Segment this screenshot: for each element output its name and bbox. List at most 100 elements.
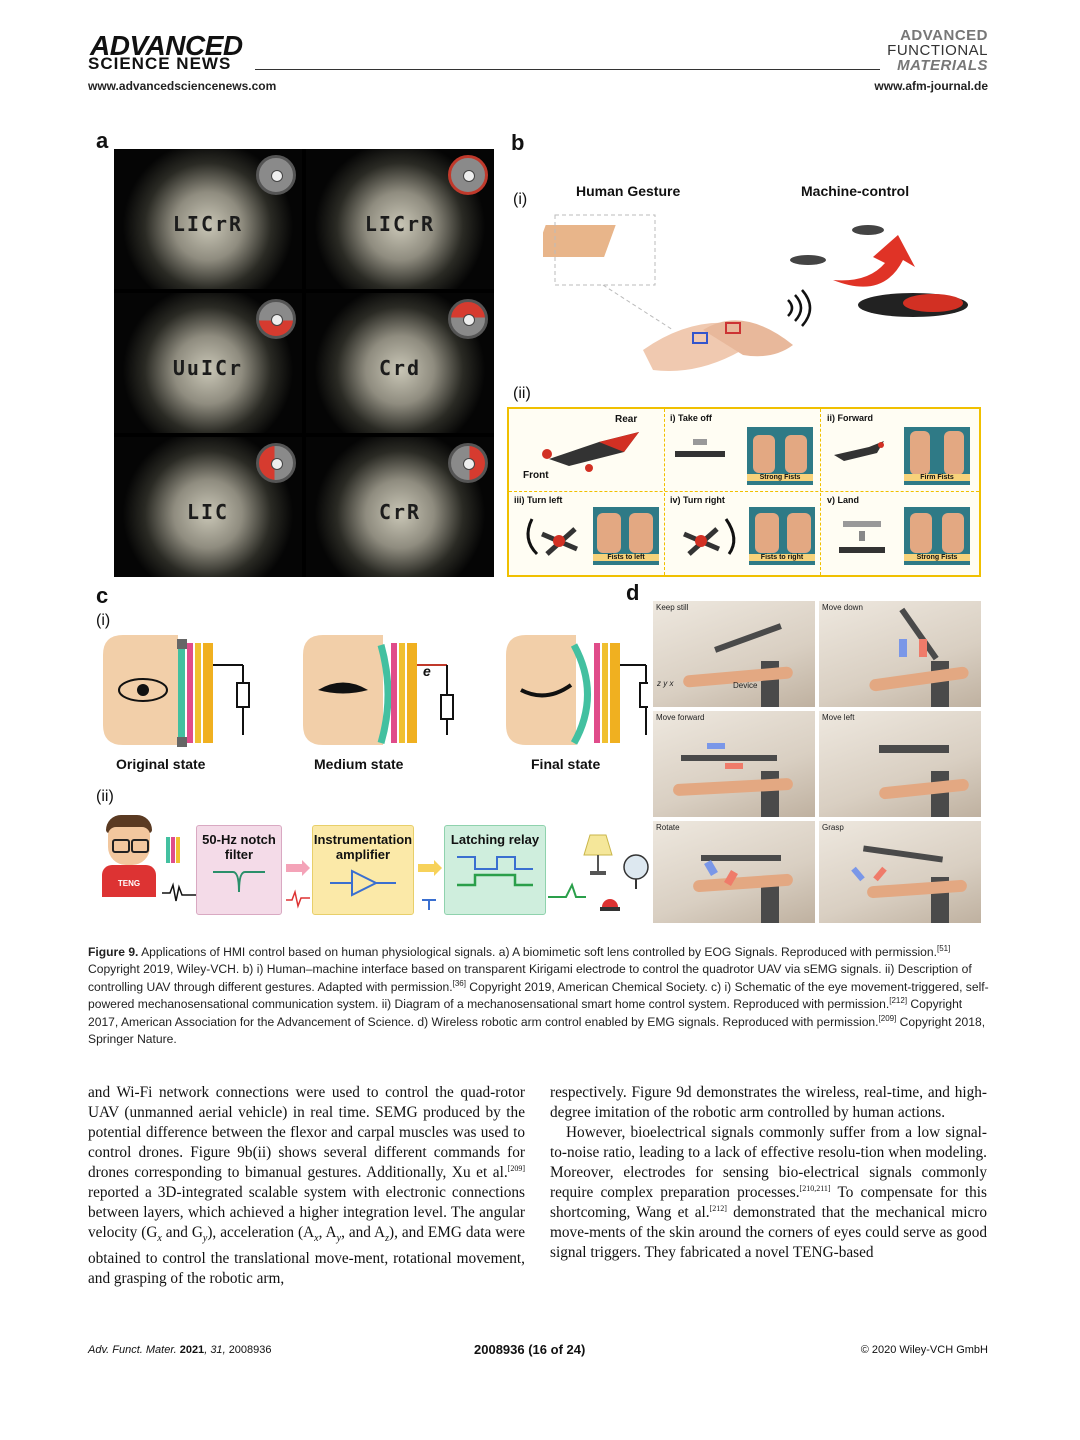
lens-tile-text: LIC xyxy=(186,500,230,524)
caption-text: Applications of HMI control based on hum… xyxy=(138,945,937,959)
body-text: and G xyxy=(161,1224,203,1241)
arrow-icon xyxy=(418,860,442,910)
journal-logo: ADVANCED FUNCTIONAL MATERIALS xyxy=(887,28,988,73)
panel-label-c: c xyxy=(96,583,109,608)
citation[interactable]: [212] xyxy=(889,996,908,1006)
body-text: To compensate for this shortcoming, Wang… xyxy=(550,1184,987,1221)
teng-shirt-label: TENG xyxy=(117,879,141,888)
photo-label: Move forward xyxy=(656,713,705,722)
robot-photo-move-forward: Move forward xyxy=(653,711,815,817)
state-label-original: Original state xyxy=(116,756,206,772)
footer-copyright: © 2020 Wiley-VCH GmbH xyxy=(860,1344,988,1356)
panel-a-grid: LICrR LICrR UuICr Crd LIC CrR xyxy=(114,149,494,577)
citation[interactable]: [210,211] xyxy=(799,1183,831,1193)
lens-state-icon xyxy=(448,443,488,483)
photo-label: Move down xyxy=(822,603,863,612)
subscript: x xyxy=(157,1233,162,1245)
lens-state-icon xyxy=(256,155,296,195)
drone-turn-icon xyxy=(526,518,578,556)
cell-title: v) Land xyxy=(827,495,860,505)
figure-9: a LICrR LICrR UuICr Crd LIC CrR b (i) Hu… xyxy=(88,125,990,930)
amplifier-label: Instrumentation amplifier xyxy=(313,832,413,862)
lens-tile-3: UuICr xyxy=(114,293,302,433)
citation[interactable]: [209] xyxy=(507,1163,525,1173)
latching-relay-block: Latching relay xyxy=(444,825,546,915)
gesture-caption: Firm Fists xyxy=(904,474,970,481)
lens-tile-6: CrR xyxy=(306,437,494,577)
journal-url[interactable]: www.afm-journal.de xyxy=(874,79,988,93)
cell-title: iv) Turn right xyxy=(670,495,725,505)
gesture-illustration xyxy=(543,214,968,371)
drone-icon xyxy=(542,432,639,472)
photo-label: Move left xyxy=(822,713,855,722)
citation[interactable]: [36] xyxy=(452,978,466,988)
photo-label: Keep still xyxy=(656,603,689,612)
citation[interactable]: [209] xyxy=(878,1013,897,1023)
notch-filter-label: 50-Hz notch filter xyxy=(202,832,276,862)
footer-volume: 31 xyxy=(210,1344,223,1356)
cell-title: i) Take off xyxy=(670,413,712,423)
footer-article: 2008936 xyxy=(228,1344,272,1356)
instrumentation-amplifier-block: Instrumentation amplifier xyxy=(312,825,414,915)
front-label: Front xyxy=(523,470,549,481)
body-text: ), acceleration (A xyxy=(207,1224,315,1241)
gesture-photo: Strong Fists xyxy=(747,427,813,485)
subscript: y xyxy=(336,1233,342,1245)
lens-tile-text: UuICr xyxy=(172,356,244,380)
journal-logo-line1: ADVANCED xyxy=(900,27,988,44)
subscript: z xyxy=(385,1233,389,1245)
lens-tile-5: LIC xyxy=(114,437,302,577)
body-text: ), and EMG data were obtained to control… xyxy=(88,1224,525,1288)
drone-icon xyxy=(675,439,725,461)
body-text: and Wi-Fi network connections were used … xyxy=(88,1084,525,1181)
publisher-logo-line1: ADVANCED xyxy=(90,30,243,61)
body-text: , A xyxy=(318,1224,337,1241)
citation[interactable]: [51] xyxy=(937,943,951,953)
gesture-photo: Strong Fists xyxy=(904,507,970,565)
robot-photo-move-down: Move down xyxy=(819,601,981,707)
relay-label: Latching relay xyxy=(450,832,540,847)
signal-icon xyxy=(162,837,198,902)
publisher-logo-line2: SCIENCE NEWS xyxy=(88,54,232,73)
cell-title: iii) Turn left xyxy=(514,495,563,505)
lens-tile-4: Crd xyxy=(306,293,494,433)
robot-photo-keep-still: Keep still Device z y x xyxy=(653,601,815,707)
body-text: , and A xyxy=(341,1224,386,1241)
panel-label-d: d xyxy=(626,580,640,605)
body-paragraph: and Wi-Fi network connections were used … xyxy=(88,1083,525,1289)
caption-text: Copyright 2018, Springer Nature. xyxy=(88,1014,986,1047)
footer-citation: Adv. Funct. Mater. 2021, 31, 2008936 xyxy=(88,1344,272,1356)
current-label: e xyxy=(423,663,431,679)
lens-tile-1: LICrR xyxy=(114,149,302,289)
panel-d-grid: Keep still Device z y x Move down Move f… xyxy=(653,601,981,923)
lens-state-icon xyxy=(256,443,296,483)
lens-tile-text: Crd xyxy=(378,356,422,380)
page-number: 2008936 (16 of 24) xyxy=(474,1342,586,1357)
gesture-photo: Firm Fists xyxy=(904,427,970,485)
drone-turn-icon xyxy=(683,518,736,556)
drone-land-icon xyxy=(839,521,885,557)
figure-caption: Figure 9. Applications of HMI control ba… xyxy=(88,944,990,1048)
panel-c-sub-i: (i) xyxy=(96,612,111,629)
uav-command-table: Rear Front i) Take off Strong Fists ii) … xyxy=(507,407,981,577)
panel-label-b: b xyxy=(511,130,525,155)
publisher-url[interactable]: www.advancedsciencenews.com xyxy=(88,79,277,93)
smart-home-devices xyxy=(548,834,649,911)
lens-tile-text: LICrR xyxy=(364,212,436,236)
photo-label: Grasp xyxy=(822,823,844,832)
gesture-photo: Fists to right xyxy=(749,507,815,565)
subscript: y xyxy=(202,1233,208,1245)
lens-tile-2: LICrR xyxy=(306,149,494,289)
body-text: reported a 3D-integrated scalable system… xyxy=(88,1184,525,1241)
caption-text: Copyright 2017, American Association for… xyxy=(88,997,963,1029)
body-text: demonstrated that the mechanical micro m… xyxy=(550,1204,987,1261)
machine-control-label: Machine-control xyxy=(801,183,910,199)
axes-label: z y x xyxy=(657,679,674,688)
body-paragraph: respectively. Figure 9d demonstrates the… xyxy=(550,1084,987,1121)
drone-icon xyxy=(834,441,884,461)
body-column-right: respectively. Figure 9d demonstrates the… xyxy=(550,1083,987,1263)
lens-tile-text: CrR xyxy=(378,500,422,524)
footer-year: 2021 xyxy=(179,1344,205,1356)
lens-tile-text: LICrR xyxy=(172,212,244,236)
citation[interactable]: [212] xyxy=(709,1203,727,1213)
